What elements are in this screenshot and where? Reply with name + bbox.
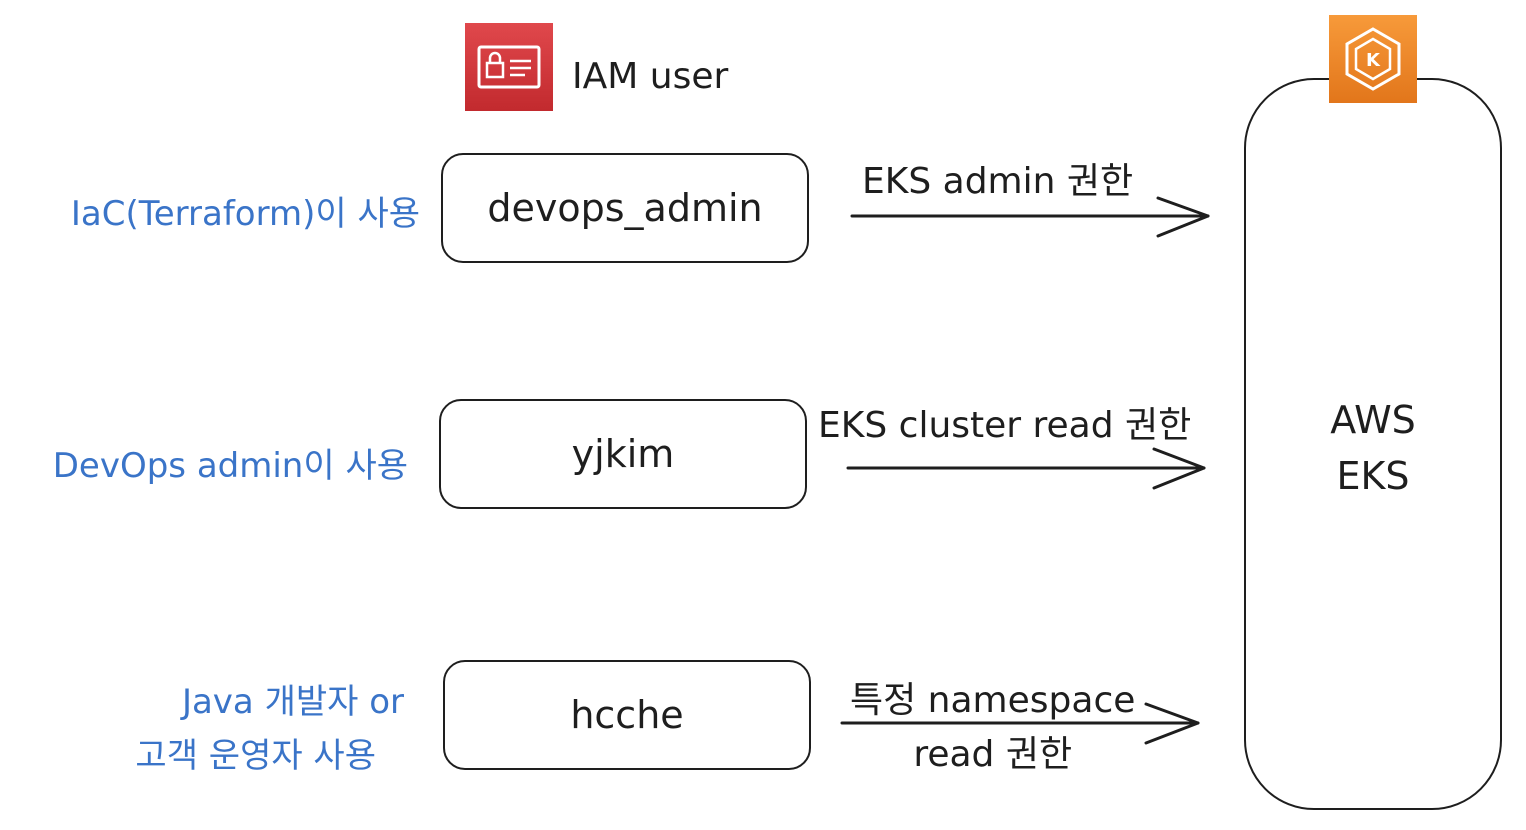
- user-description-yjkim: DevOps admin이 사용: [52, 446, 408, 486]
- arrow-yjkim: [846, 447, 1206, 490]
- permission-label-devops-admin: EKS admin 권한: [862, 161, 1134, 202]
- eks-label-line1: AWS: [1330, 398, 1416, 442]
- eks-label-line2: EKS: [1336, 454, 1410, 498]
- iam-user-label: IAM user: [572, 56, 729, 97]
- iam-user-name: hcche: [570, 693, 684, 737]
- aws-eks-label: AWS EKS: [1244, 392, 1502, 504]
- user-description-devops-admin: IaC(Terraform)이 사용: [70, 194, 420, 234]
- iam-user-box-devops-admin: devops_admin: [441, 153, 809, 263]
- aws-eks-container: [1244, 78, 1502, 810]
- iam-user-icon: [465, 23, 553, 111]
- arrow-hcche: [840, 702, 1200, 745]
- permission-line2: read 권한: [913, 734, 1073, 775]
- iam-user-box-hcche: hcche: [443, 660, 811, 770]
- id-card-lock-icon: [477, 45, 541, 89]
- svg-text:K: K: [1366, 50, 1381, 71]
- permission-label-hcche: 특정 namespace read 권한: [850, 674, 1135, 782]
- eks-icon: K: [1329, 15, 1417, 103]
- kubernetes-hexagon-icon: K: [1345, 27, 1401, 91]
- description-line1: Java 개발자 or: [181, 682, 404, 722]
- iam-user-name: yjkim: [571, 432, 675, 476]
- permission-line1: 특정 namespace: [850, 680, 1136, 721]
- permission-label-yjkim: EKS cluster read 권한: [818, 405, 1192, 446]
- iam-user-name: devops_admin: [487, 186, 763, 230]
- user-description-hcche: Java 개발자 or 고객 운영자 사용: [135, 675, 404, 783]
- iam-user-box-yjkim: yjkim: [439, 399, 807, 509]
- arrow-devops-admin: [850, 196, 1210, 238]
- description-line2: 고객 운영자 사용: [135, 736, 376, 776]
